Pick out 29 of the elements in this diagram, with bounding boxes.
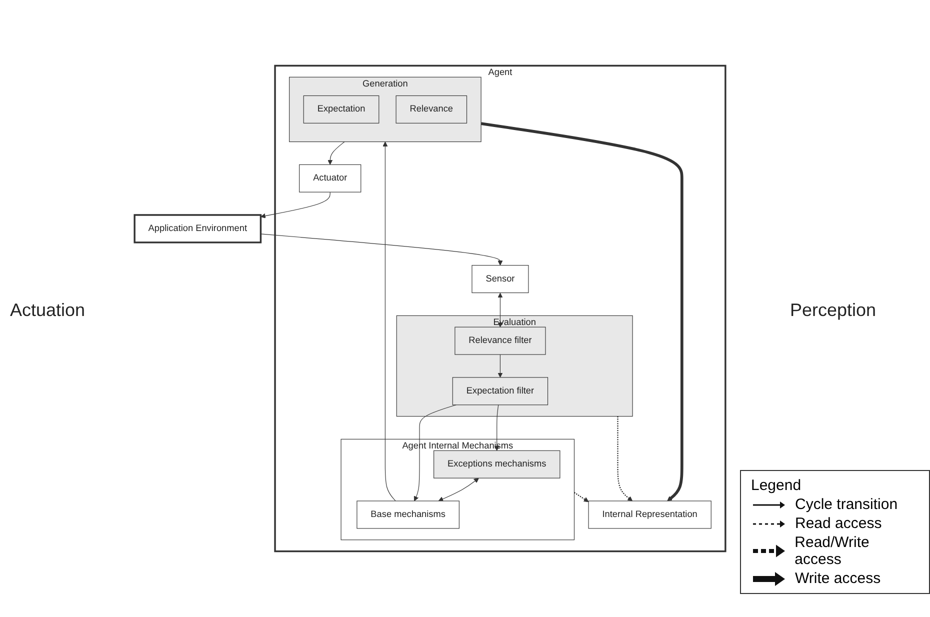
node-box: Sensor (472, 265, 529, 294)
arrow (498, 292, 503, 328)
node-box: Actuator (299, 164, 362, 192)
arrow (328, 141, 345, 165)
arrow (414, 404, 456, 502)
node-box: Application Environment (134, 214, 262, 244)
legend-text: Write access (795, 570, 881, 587)
legend-text: Read/Write access (794, 534, 870, 568)
arrow (574, 492, 589, 502)
arrow (498, 354, 503, 378)
arrow (260, 234, 503, 266)
arrow (494, 404, 500, 451)
arrow (480, 122, 684, 502)
group-label: Actuation (10, 300, 86, 321)
legend-title: Legend (751, 477, 802, 494)
arrow (617, 416, 633, 502)
legend-text: Cycle transition (795, 496, 898, 513)
node-box: Expectation filter (452, 377, 548, 406)
node-box: Exceptions mechanisms (434, 450, 560, 478)
node-box: Relevance filter (454, 326, 546, 355)
node-box: Internal Representation (588, 500, 712, 529)
node-box: Base mechanisms (356, 500, 460, 529)
legend-text: Read access (795, 515, 882, 532)
node-box: Expectation (303, 95, 380, 124)
arrow (382, 142, 396, 502)
arrow (260, 192, 330, 218)
arrow (438, 478, 479, 502)
node-box: Relevance (396, 95, 468, 124)
group-label: Perception (790, 300, 876, 321)
